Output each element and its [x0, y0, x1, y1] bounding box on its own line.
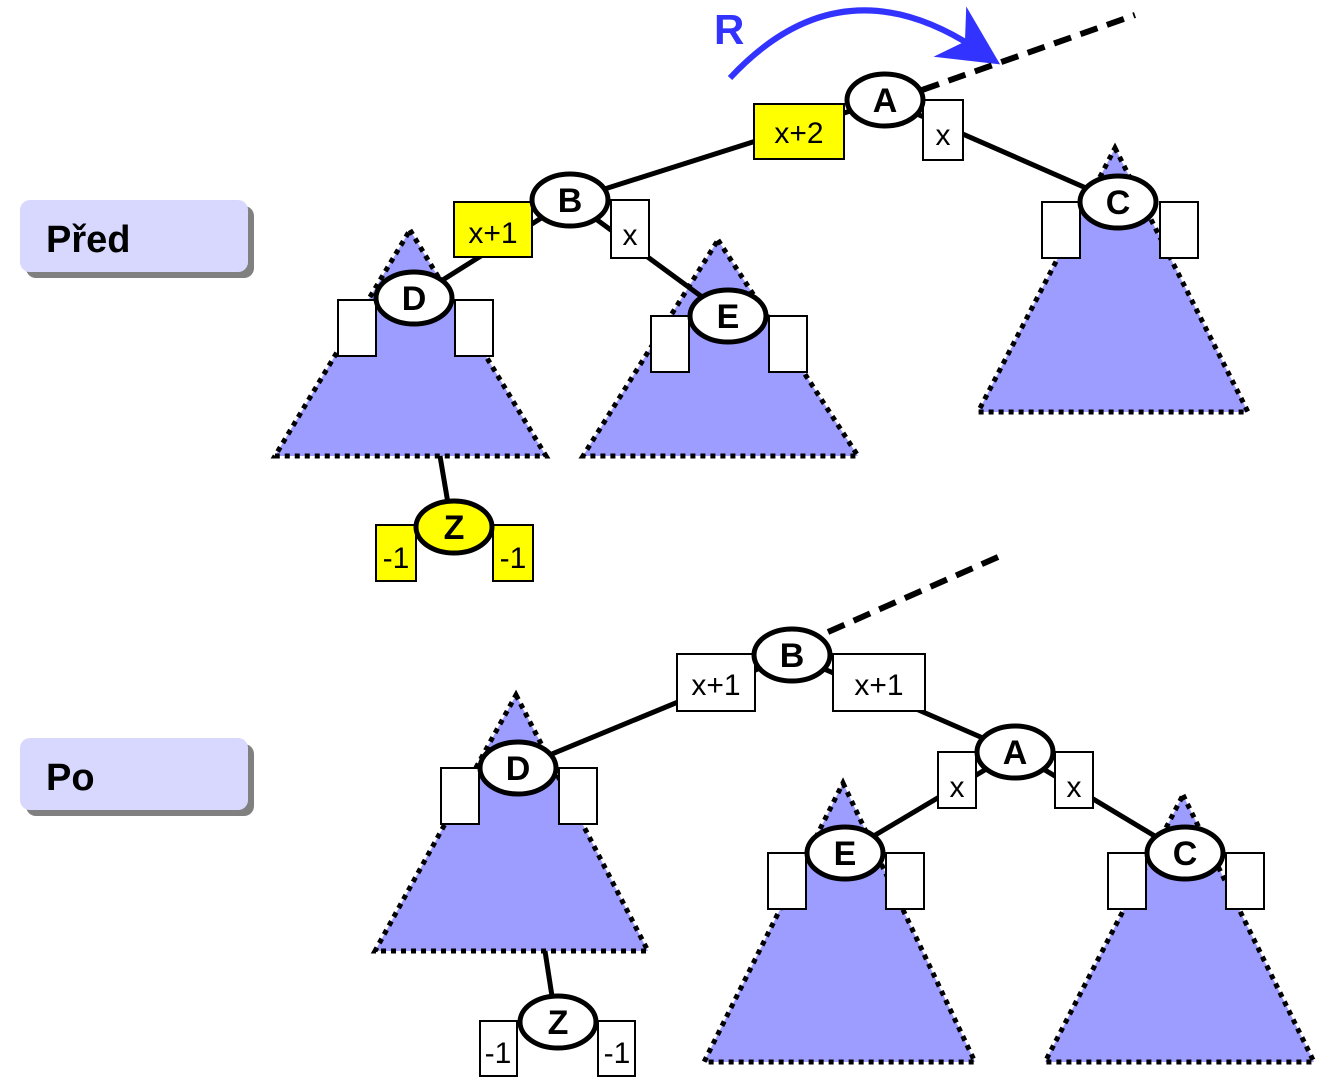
node-b: B [529, 171, 611, 229]
svg-text:C: C [1173, 835, 1198, 873]
balance-b-right-after: x+1 [832, 653, 926, 712]
balance-z-right: -1 [492, 524, 534, 582]
svg-text:x+1: x+1 [468, 217, 517, 250]
balance-a-right-after: x [1054, 751, 1094, 809]
subtree-e [578, 235, 863, 459]
svg-text:x: x [950, 771, 965, 804]
svg-text:x: x [623, 219, 638, 252]
balance-d-right [454, 299, 494, 357]
svg-text:x: x [936, 119, 951, 152]
balance-b-right: x [610, 199, 650, 259]
after-label: Po [20, 738, 248, 810]
before-label-text: Před [46, 219, 130, 261]
before-tree: x+2 x x+1 x -1 -1 A [270, 12, 1253, 582]
balance-e-right-after [885, 852, 925, 910]
parent-edge [921, 12, 1136, 93]
after-label-box [20, 738, 248, 810]
svg-text:A: A [1003, 734, 1028, 772]
svg-text:Z: Z [444, 509, 465, 547]
subtree-c-after [1040, 789, 1319, 1065]
balance-e-left [650, 315, 690, 373]
node-e-after: E [804, 824, 886, 882]
svg-text:x+1: x+1 [854, 669, 903, 702]
svg-text:D: D [402, 280, 427, 318]
svg-text:Z: Z [548, 1004, 569, 1042]
balance-c-right [1159, 201, 1199, 259]
rotation-indicator: R [714, 6, 1001, 81]
edge-a-c [883, 97, 1120, 205]
subtree-d [270, 225, 551, 459]
balance-z-left: -1 [375, 524, 417, 582]
svg-text:A: A [873, 82, 898, 120]
subtree-e-after [699, 777, 979, 1065]
after-label-text: Po [46, 757, 95, 799]
balance-b-left: x+1 [453, 201, 533, 258]
balance-c-right-after [1225, 852, 1265, 910]
balance-d-left-after [440, 767, 480, 825]
svg-text:-1: -1 [383, 542, 410, 575]
balance-a-right: x [922, 99, 964, 161]
svg-text:x+1: x+1 [691, 669, 740, 702]
node-a-after: A [974, 723, 1056, 781]
balance-z-right-after: -1 [597, 1020, 636, 1077]
svg-text:-1: -1 [500, 542, 527, 575]
svg-text:E: E [834, 835, 857, 873]
rotation-label: R [714, 6, 744, 53]
node-z: Z [413, 498, 495, 556]
svg-text:D: D [506, 750, 531, 788]
balance-c-left [1041, 201, 1081, 259]
balance-z-left-after: -1 [479, 1020, 518, 1077]
node-z-after: Z [517, 993, 599, 1051]
node-d: D [373, 269, 455, 327]
node-c: C [1077, 173, 1159, 231]
node-a: A [844, 71, 926, 129]
subtree-c [973, 142, 1253, 415]
svg-text:x: x [1067, 771, 1082, 804]
svg-text:B: B [780, 637, 805, 675]
balance-d-left [337, 299, 377, 357]
svg-text:-1: -1 [485, 1037, 512, 1070]
svg-text:E: E [717, 298, 740, 336]
balance-a-left: x+2 [753, 103, 845, 160]
svg-text:x+2: x+2 [774, 117, 823, 150]
parent-edge-after [826, 554, 1000, 635]
balance-c-left-after [1107, 852, 1147, 910]
balance-e-left-after [767, 852, 807, 910]
node-e: E [687, 287, 769, 345]
balance-a-left-after: x [937, 751, 977, 809]
svg-text:B: B [558, 182, 583, 220]
after-tree: x+1 x+1 x x -1 -1 B [370, 554, 1319, 1077]
before-label-box [20, 200, 248, 272]
node-b-after: B [751, 626, 833, 684]
node-c-after: C [1144, 824, 1226, 882]
svg-text:C: C [1106, 184, 1131, 222]
before-label: Před [20, 200, 248, 272]
balance-b-left-after: x+1 [676, 653, 756, 712]
balance-e-right [768, 315, 808, 373]
node-d-after: D [477, 739, 559, 797]
rotation-arrow-icon [727, 6, 1001, 81]
balance-d-right-after [558, 767, 598, 825]
svg-text:-1: -1 [604, 1037, 631, 1070]
